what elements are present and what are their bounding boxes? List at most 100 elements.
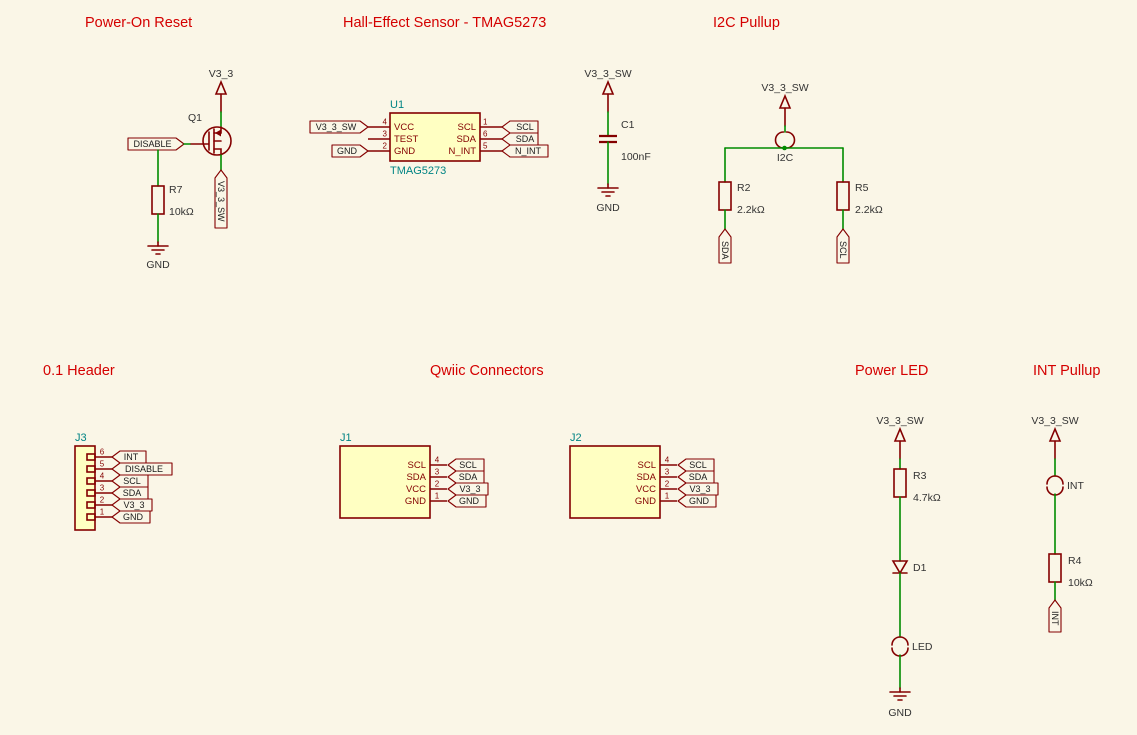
net-label-outline — [501, 144, 549, 158]
net-label-outline — [127, 137, 185, 151]
net-label-outline — [331, 144, 369, 158]
net-label-gnd: GND — [111, 510, 151, 524]
net-label-outline — [501, 120, 539, 134]
net-label-text: INT — [1050, 611, 1060, 626]
r4-resistor — [1048, 553, 1062, 583]
net-label-text: SCL — [838, 241, 848, 259]
c1-capacitor — [599, 134, 617, 144]
net-label-outline — [677, 458, 715, 472]
pin-name: VCC — [636, 484, 656, 495]
pin-name: GND — [394, 146, 415, 157]
net-label-v33: V3_3 — [111, 498, 153, 512]
net-label-text: SDA — [720, 241, 730, 260]
net-label-outline — [677, 470, 715, 484]
decoupling-capacitor-circuit: V3_3_SW C1 100nF GND — [584, 68, 650, 214]
i2c-jumper — [774, 131, 796, 149]
jumper-label: LED — [912, 641, 933, 653]
pin-number: 4 — [665, 456, 670, 465]
net-label-text: GND — [689, 496, 710, 506]
reference-designator: R4 — [1068, 555, 1082, 567]
net-label-text: SCL — [459, 460, 477, 470]
drain-lead — [213, 148, 222, 156]
section-title-i2c-pullup: I2C Pullup — [713, 15, 780, 31]
net-label-text: V3_3_SW — [316, 122, 357, 132]
net-label-outline — [111, 474, 149, 488]
net-label-scl: SCL — [677, 458, 715, 472]
net-label-outline — [677, 494, 717, 508]
reference-designator: R7 — [169, 184, 183, 196]
pin-number: 4 — [383, 118, 388, 127]
gnd-symbol — [889, 687, 911, 701]
connector-body — [569, 445, 661, 519]
power-flag-label: V3_3_SW — [584, 68, 631, 80]
jumper-label: INT — [1067, 480, 1085, 492]
transistor-body — [202, 126, 232, 156]
connector-body — [74, 445, 96, 531]
pin-number: 5 — [100, 460, 105, 469]
pin-box — [86, 477, 96, 485]
net-label-text: INT — [124, 452, 139, 462]
jumper-label: I2C — [777, 152, 794, 164]
power-flag-icon — [894, 428, 906, 460]
net-label-scl: SCL — [501, 120, 539, 134]
net-label-text: V3_3_SW — [216, 181, 226, 222]
diode-triangle — [891, 560, 909, 575]
pin-name: SDA — [406, 472, 426, 483]
pin-number: 2 — [665, 480, 670, 489]
net-label-text: DISABLE — [125, 464, 163, 474]
net-label-sda: SDA — [677, 470, 715, 484]
power-flag-icon — [602, 81, 614, 113]
net-label-text: V3_3 — [123, 500, 144, 510]
reference-designator: J1 — [340, 432, 352, 444]
gnd-symbol — [147, 241, 169, 255]
net-label-text: V3_3 — [459, 484, 480, 494]
pin-name: VCC — [406, 484, 426, 495]
pin-name: SCL — [638, 460, 656, 471]
net-label-outline — [836, 228, 850, 264]
pin-box — [86, 465, 96, 473]
power-flag-label: V3_3_SW — [876, 415, 923, 427]
pin-name: VCC — [394, 122, 414, 133]
net-label-v33: V3_3 — [447, 482, 489, 496]
reference-designator: Q1 — [188, 112, 202, 124]
pin-box — [86, 501, 96, 509]
net-label-v33sw: V3_3_SW — [309, 120, 369, 134]
pin-number: 3 — [383, 130, 388, 139]
power-flag-label: V3_3_SW — [761, 82, 808, 94]
net-label-outline — [111, 462, 173, 476]
net-label-sda: SDA — [111, 486, 149, 500]
reference-designator: J3 — [75, 432, 87, 444]
pin-name: N_INT — [449, 146, 477, 157]
pin-number: 4 — [435, 456, 440, 465]
r2-resistor — [718, 181, 732, 211]
net-label-outline — [677, 482, 719, 496]
pin-number: 1 — [665, 492, 670, 501]
pin-box — [86, 489, 96, 497]
net-label-scl: SCL — [111, 474, 149, 488]
section-title-power-led: Power LED — [855, 363, 928, 379]
net-label-text: SCL — [123, 476, 141, 486]
pin-name: GND — [405, 496, 426, 507]
net-label-int: INT — [111, 450, 147, 464]
net-label-gnd: GND — [677, 494, 717, 508]
i2c-pullup-circuit: V3_3_SW I2C R2 2.2kΩ R5 2.2kΩ SDA SCL — [718, 82, 883, 264]
pin-number: 6 — [100, 448, 105, 457]
section-title-header: 0.1 Header — [43, 363, 115, 379]
net-label-v33sw-vertical: V3_3_SW — [214, 169, 228, 229]
net-label-sda: SDA — [501, 132, 539, 146]
gnd-label: GND — [888, 707, 912, 719]
reference-designator: J2 — [570, 432, 582, 444]
junction-dot — [782, 145, 787, 151]
reference-designator: U1 — [390, 99, 404, 111]
int-pullup-circuit: V3_3_SW INT R4 10kΩ INT — [1031, 415, 1093, 633]
net-label-text: SDA — [689, 472, 708, 482]
power-flag-label: V3_3_SW — [1031, 415, 1078, 427]
section-title-power-on-reset: Power-On Reset — [85, 15, 192, 31]
r3-resistor — [893, 468, 907, 498]
reference-designator: C1 — [621, 119, 635, 131]
net-label-scl: SCL — [447, 458, 485, 472]
power-flag-icon — [779, 95, 791, 127]
net-label-text: GND — [459, 496, 480, 506]
net-label-outline — [309, 120, 369, 134]
